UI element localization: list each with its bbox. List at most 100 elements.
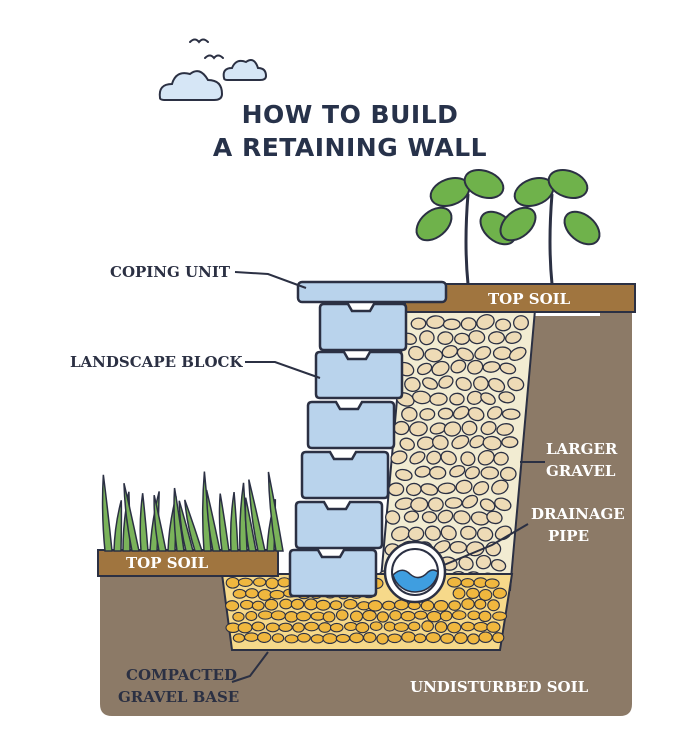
base-stone xyxy=(478,610,492,623)
grass-blade xyxy=(178,500,194,552)
base-stone xyxy=(401,631,416,643)
base-stone xyxy=(278,622,293,633)
base-stone xyxy=(269,589,285,600)
undisturbed-soil-label: UNDISTURBED SOIL xyxy=(410,678,589,696)
base-stone xyxy=(251,621,266,632)
base-stone xyxy=(237,577,253,587)
gravel-stone xyxy=(456,347,474,362)
gravel-stone xyxy=(501,408,521,420)
grass-blade xyxy=(153,495,167,552)
base-stone xyxy=(344,621,358,632)
base-stone xyxy=(329,622,344,633)
gravel-stone xyxy=(421,511,438,524)
base-stone xyxy=(451,610,467,621)
gravel-stone xyxy=(401,406,418,422)
gravel-stone xyxy=(444,497,463,509)
gravel-stone xyxy=(416,362,433,376)
base-stone xyxy=(452,587,466,600)
base-stone xyxy=(304,598,319,611)
gravel-stone xyxy=(495,318,512,332)
base-stone xyxy=(466,587,480,599)
gravel-stone xyxy=(393,420,410,436)
gravel-stone xyxy=(475,554,492,570)
base-stone xyxy=(343,598,358,610)
base-stone xyxy=(232,611,245,622)
gravel-stone xyxy=(409,451,426,465)
gravel-stone xyxy=(440,525,457,541)
base-stone xyxy=(277,577,292,588)
base-stone xyxy=(467,610,481,621)
gravel-stone xyxy=(508,346,527,361)
gravel-stone xyxy=(461,420,478,436)
larger-gravel-stones xyxy=(378,314,529,586)
base-stone xyxy=(414,610,428,620)
gravel-stone xyxy=(477,449,495,466)
base-stone xyxy=(367,600,383,612)
base-stone xyxy=(271,633,285,643)
base-stone xyxy=(434,621,448,633)
gravel-stone xyxy=(468,330,486,345)
gravel-stone xyxy=(494,497,512,512)
landscape-block xyxy=(300,450,390,500)
gravel-stone xyxy=(505,331,522,344)
base-stone xyxy=(258,610,273,620)
gravel-stone xyxy=(460,451,476,467)
gravel-stone xyxy=(488,377,506,393)
gravel-stone xyxy=(472,481,490,496)
base-stone xyxy=(335,633,351,644)
gravel-stone xyxy=(479,498,496,512)
gravel-stone xyxy=(451,434,470,450)
gravel-stone xyxy=(409,421,428,437)
base-stone xyxy=(295,610,312,622)
base-stone xyxy=(243,632,259,642)
gravel-stone xyxy=(454,332,470,345)
base-stone xyxy=(297,632,311,643)
gravel-stone xyxy=(405,482,422,497)
base-stone xyxy=(492,611,508,621)
base-stone xyxy=(279,598,293,610)
bird-icon xyxy=(189,38,209,44)
landscape-block xyxy=(294,500,384,550)
gravel-stone xyxy=(464,466,480,480)
plant-icon xyxy=(415,168,601,285)
grass-blade xyxy=(139,493,149,552)
gravel-stone xyxy=(431,360,450,377)
compacted-gravel-label-line-2: GRAVEL BASE xyxy=(118,688,240,706)
gravel-stone xyxy=(458,556,474,571)
base-stone xyxy=(453,632,468,645)
grass-blade xyxy=(173,487,185,552)
page-title-line-2: A RETAINING WALL xyxy=(212,133,488,162)
base-stone xyxy=(310,611,326,621)
gravel-stone xyxy=(429,466,447,480)
base-stone xyxy=(322,633,338,645)
gravel-stone xyxy=(496,423,514,436)
base-stone xyxy=(484,578,500,589)
base-stone xyxy=(376,611,390,623)
base-stone xyxy=(245,588,259,599)
gravel-stone xyxy=(499,362,517,375)
base-stone xyxy=(413,633,427,644)
gravel-stone xyxy=(490,558,507,572)
top-soil-left xyxy=(97,549,279,577)
base-stone xyxy=(460,621,475,632)
grass-blade xyxy=(113,500,123,552)
base-stone xyxy=(383,621,396,632)
drainage-pipe-leader xyxy=(443,523,529,566)
base-stone xyxy=(362,609,377,622)
gravel-stone xyxy=(443,421,462,437)
base-stone xyxy=(461,598,475,610)
base-stone xyxy=(257,631,272,643)
grass-blade xyxy=(101,474,113,552)
gravel-stone xyxy=(482,361,501,373)
plant xyxy=(499,168,601,285)
base-stone xyxy=(426,610,442,623)
gravel-stone xyxy=(507,376,525,392)
gravel-stone xyxy=(419,330,435,346)
gravel-stone xyxy=(512,315,529,331)
base-stone xyxy=(264,598,279,611)
gravel-stone xyxy=(410,497,429,513)
gravel-stone xyxy=(491,479,509,495)
drainage-pipe-label-line-1: DRAINAGE xyxy=(531,505,625,523)
base-stone xyxy=(363,631,377,644)
gravel-stone xyxy=(421,377,439,390)
